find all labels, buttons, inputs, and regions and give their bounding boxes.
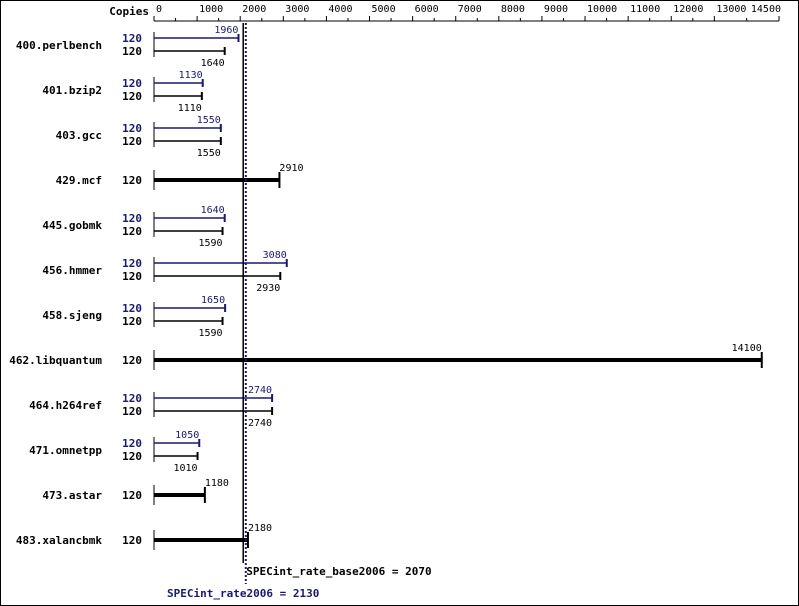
peak-copies-label: 120 [122, 77, 142, 90]
x-tick-label: 14500 [751, 4, 781, 15]
x-tick-label: 13000 [716, 4, 746, 15]
peak-copies-label: 120 [122, 257, 142, 270]
base-copies-label: 120 [122, 174, 142, 187]
benchmark-label: 471.omnetpp [29, 444, 102, 457]
base-value-label: 1590 [198, 238, 222, 249]
base-value-label: 2910 [279, 163, 303, 174]
base-value-label: 2930 [256, 283, 280, 294]
base-value-label: 14100 [732, 343, 762, 354]
x-tick-label: 6000 [415, 4, 439, 15]
x-tick-label: 3000 [285, 4, 309, 15]
x-tick-label: 4000 [328, 4, 352, 15]
x-tick-label: 1000 [199, 4, 223, 15]
peak-copies-label: 120 [122, 212, 142, 225]
benchmark-label: 401.bzip2 [42, 84, 102, 97]
benchmark-label: 464.h264ref [29, 399, 102, 412]
base-value-label: 1010 [173, 463, 197, 474]
x-tick-label: 5000 [372, 4, 396, 15]
base-copies-label: 120 [122, 135, 142, 148]
x-tick-label: 11000 [630, 4, 660, 15]
benchmark-label: 456.hmmer [42, 264, 102, 277]
x-tick-label: 7000 [458, 4, 482, 15]
x-tick-label: 2000 [242, 4, 266, 15]
copies-header: Copies [109, 5, 149, 18]
base-value-label: 1590 [198, 328, 222, 339]
peak-copies-label: 120 [122, 32, 142, 45]
base-copies-label: 120 [122, 405, 142, 418]
peak-copies-label: 120 [122, 122, 142, 135]
base-copies-label: 120 [122, 45, 142, 58]
benchmark-label: 403.gcc [56, 129, 102, 142]
x-tick-label: 0 [156, 4, 162, 15]
peak-value-label: 2740 [248, 385, 272, 396]
peak-value-label: 3080 [263, 250, 287, 261]
benchmark-label: 429.mcf [56, 174, 102, 187]
base-value-label: 2180 [248, 523, 272, 534]
benchmark-label: 462.libquantum [9, 354, 102, 367]
base-copies-label: 120 [122, 90, 142, 103]
peak-value-label: 1050 [175, 430, 199, 441]
base-copies-label: 120 [122, 534, 142, 547]
peak-value-label: 1960 [214, 25, 238, 36]
base-copies-label: 120 [122, 225, 142, 238]
benchmark-label: 445.gobmk [42, 219, 102, 232]
x-tick-label: 10000 [587, 4, 617, 15]
base-copies-label: 120 [122, 489, 142, 502]
benchmark-label: 473.astar [42, 489, 102, 502]
x-tick-label: 9000 [544, 4, 568, 15]
peak-value-label: 1550 [197, 115, 221, 126]
base-value-label: 1640 [201, 58, 225, 69]
peak-copies-label: 120 [122, 392, 142, 405]
base-value-label: 1110 [178, 103, 202, 114]
peak-value-label: 1130 [179, 70, 203, 81]
base-copies-label: 120 [122, 270, 142, 283]
base-copies-label: 120 [122, 354, 142, 367]
benchmark-label: 458.sjeng [42, 309, 102, 322]
base-copies-label: 120 [122, 315, 142, 328]
base-value-label: 1550 [197, 148, 221, 159]
x-tick-label: 12000 [673, 4, 703, 15]
x-tick-label: 8000 [501, 4, 525, 15]
base-value-label: 1180 [205, 478, 229, 489]
peak-reference-label: SPECint_rate2006 = 2130 [167, 587, 319, 600]
base-value-label: 2740 [248, 418, 272, 429]
peak-value-label: 1640 [201, 205, 225, 216]
base-copies-label: 120 [122, 450, 142, 463]
benchmark-label: 483.xalancbmk [16, 534, 102, 547]
base-reference-label: SPECint_rate_base2006 = 2070 [246, 565, 431, 578]
peak-copies-label: 120 [122, 302, 142, 315]
benchmark-label: 400.perlbench [16, 39, 102, 52]
peak-copies-label: 120 [122, 437, 142, 450]
peak-value-label: 1650 [201, 295, 225, 306]
